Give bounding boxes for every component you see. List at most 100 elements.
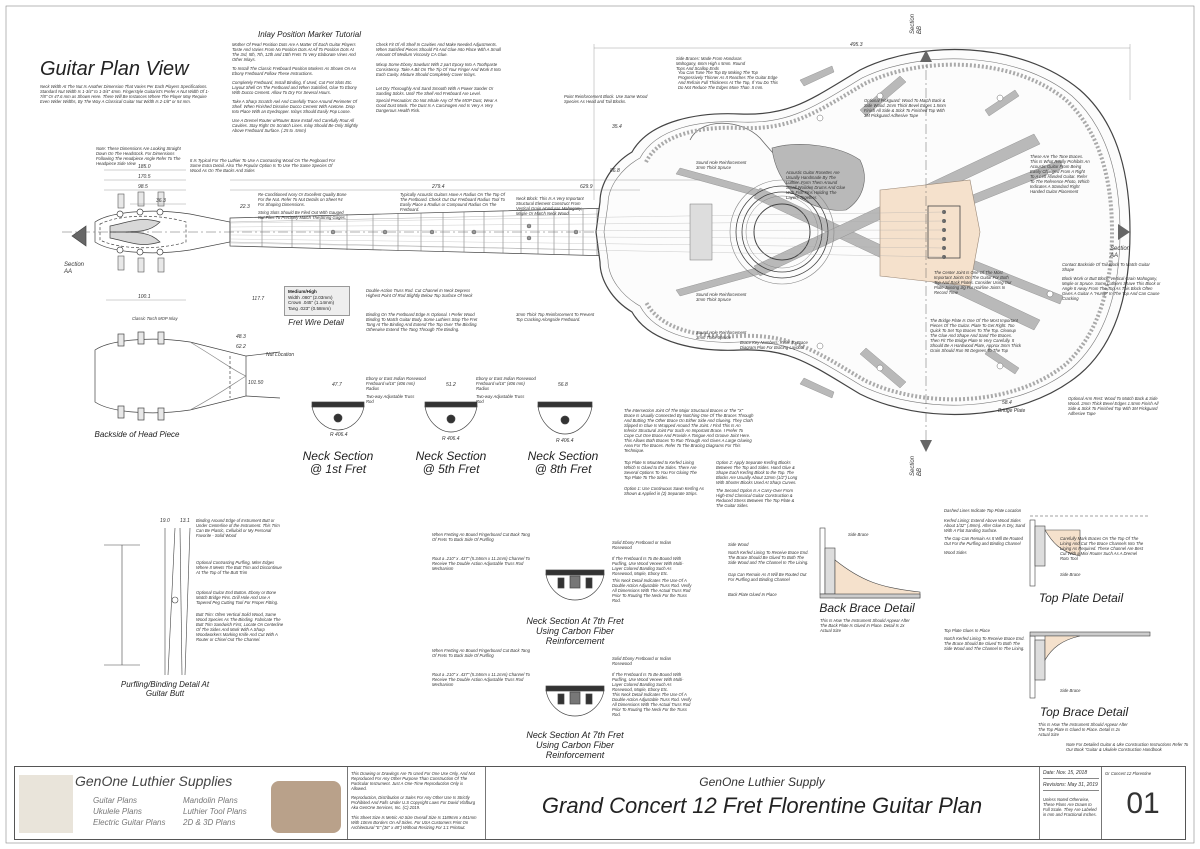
page-title: Guitar Plan View: [40, 58, 189, 80]
back-brace-appearance: This Is How The Instrument Should Appear…: [820, 618, 910, 633]
sheet-number: 01: [1126, 787, 1160, 820]
dim-117: 117.7: [252, 296, 265, 302]
inlay-note-2c: Let Dry Thoroughly And Sand Smooth With …: [376, 86, 494, 96]
top-brace-appearance: This Is How The Instrument Should Appear…: [1038, 722, 1128, 737]
dim-58: 58.4: [1002, 400, 1012, 406]
dim-19: 19.0: [160, 518, 170, 524]
headstock-back-title: Backside of Head Piece: [94, 430, 180, 439]
fret-wire-title: Fret Wire Detail: [288, 318, 344, 327]
inlay-note-1e: Use A Dremel Router w/Router Base Instal…: [232, 118, 358, 133]
back-brace-notch-note: Notch Kerfed Lining To Receive Brace End…: [728, 550, 809, 565]
top-plate-dashed-note: Dashed Lines Indicate Top Plate Location: [944, 508, 1022, 513]
headstock-back: [94, 331, 281, 421]
top-tuning-note: You Can Tune The Top By Making The Top P…: [678, 70, 778, 90]
inlay-note-1c: Completely Fretboard, Install Binding, I…: [232, 80, 357, 95]
dimension-lines: [104, 44, 1131, 301]
fret-legend-tang: Tang .023" (0.58mm): [288, 305, 331, 311]
cf-note-a3: Solid Ebony Fretboard or Indian Rosewood: [612, 540, 672, 550]
dim-13: 13.1: [180, 518, 190, 524]
company-cell: GenOne Luthier Supplies Guitar Plans Uku…: [15, 767, 348, 839]
inlay-note-2d: Special Precaution: Do Not Inhale Any Of…: [376, 98, 498, 113]
binding-note: Binding On The Fretboard Edge Is Optiona…: [366, 312, 478, 332]
purfling-detail: [104, 527, 191, 676]
luthier-note: It Is Typical For The Luthier To Use A C…: [190, 158, 336, 173]
top-brace-drawing: [1029, 631, 1151, 699]
plan-link-2d3d: 2D & 3D Plans: [183, 818, 236, 827]
company-name: GenOne Luthier Supplies: [75, 773, 233, 789]
guitar-body: [595, 48, 1131, 416]
spruce-reinforcement-note: 3mm Thick Top Reinforcement To Prevent T…: [516, 312, 595, 322]
fret-wire-legend: Medium/High Width .080" (2.03mm) Crown .…: [284, 286, 350, 316]
dim-neck-len: 279.4: [432, 184, 445, 190]
top-brace-notch: Notch Kerfed Lining To Receive Brace End…: [944, 636, 1025, 651]
dim-headstock-c: 100.1: [138, 294, 151, 300]
cf-note-b2: Rout a .210" x .437" (5.34mm x 11.1mm) C…: [432, 672, 530, 687]
option1-note: Option 1: Use Continuous Sawn Kerfing As…: [624, 486, 704, 496]
dim-51: 51.2: [446, 382, 456, 388]
plans-list-2: Mandolin Plans Luthier Tool Plans 2D & 3…: [183, 795, 247, 828]
inlay-note-2b: Mixup Some Ebony Sawdust With 2 part Epo…: [376, 62, 501, 77]
rosette-note: Acoustic Guitar Rosettes Are Usually Han…: [786, 170, 846, 200]
back-brace-side-label: Side Brace: [848, 532, 869, 537]
truss-rod-note: Double-Action Truss Rod. Cut Channel In …: [366, 288, 473, 298]
dim-r-1: R 406.4: [330, 432, 348, 438]
cf-section-title-a: Neck Section At 7th Fret Using Carbon Fi…: [526, 616, 624, 646]
sheet-cell: Gr Concert 12 Florentine 01: [1101, 767, 1185, 839]
x-brace-note: The Intersection Joint Of The Major Stru…: [624, 408, 754, 453]
supply-name: GenOne Luthier Supply: [699, 775, 825, 789]
construction-book-note: Note For Detailed Guitar & Uke Construct…: [1066, 742, 1189, 752]
strings: [229, 211, 945, 258]
dim-r-5: R 406.4: [442, 436, 460, 442]
section-aa-right-label: Section AA: [1110, 246, 1131, 259]
dim-scale: 629.9: [580, 184, 593, 190]
back-brace-side-wood: Side Wood: [728, 542, 749, 547]
section-bb-bottom-label: Section BB: [910, 455, 923, 476]
center-joint-note: The Center Joint Is One Of The Most Impo…: [934, 270, 1012, 295]
cf-note-a1: When Fretting An Bound Fingerboard Cut B…: [432, 532, 530, 542]
dim-headstock-b: 101.50: [248, 380, 264, 386]
dim-56: 56.8: [558, 382, 568, 388]
headstock-note: Note: These Dimensions Are Looking Strai…: [96, 146, 181, 166]
cf-note-a4: If The Fretboard Is To Be Bound With Pur…: [612, 556, 684, 576]
back-plate-glued: Back Plate Glued In Place: [728, 592, 777, 597]
top-plate-kerf-note-detail: Kerfed Lining: Extend Above Wood Sides A…: [944, 518, 1026, 533]
kerfed-lining: [644, 62, 1115, 402]
neck-section-5th-title: Neck Section @ 5th Fret: [415, 449, 487, 476]
cf-note-a2: Rout a .210" x .437" (5.34mm x 11.1mm) C…: [432, 556, 530, 571]
plan-title: Grand Concert 12 Fret Florentine Guitar …: [541, 793, 983, 818]
copyright-1: This Drawing or Drawings Are To Used For…: [351, 771, 475, 791]
neck-section-8th-title: Neck Section @ 8th Fret: [527, 449, 599, 476]
headstock-top: [71, 208, 231, 256]
section-aa-left-label: Section AA: [64, 262, 85, 275]
brace-key-circles: [816, 92, 1054, 372]
plan-title-cell: GenOne Luthier Supply Grand Concert 12 F…: [485, 767, 1040, 839]
dim-r-8: R 406.4: [556, 438, 574, 444]
pickguard-note: Optional Pickguard: Wood To Match Back &…: [864, 98, 946, 118]
dim-86: 86.8: [610, 168, 620, 174]
neck-block: [689, 203, 713, 261]
classic-torch-label: Classic Torch MOP Inlay: [132, 316, 178, 321]
dim-overall: 495.3: [850, 42, 863, 48]
plans-list-1: Guitar Plans Ukulele Plans Electric Guit…: [93, 795, 165, 828]
inlay-note-1b: To Install The Classic Fretboard Positio…: [232, 66, 357, 76]
truss-label-1: Two-way Adjustable Truss Rod: [366, 394, 415, 404]
top-brace-glues: Top Plate Glues In Place: [944, 628, 990, 633]
purfling-note-4: Butt Trim: Often Vertical Solid Wood, Sa…: [196, 612, 284, 642]
top-plate-mark-braces: Carefully Mark Braces On The Top Of The …: [1060, 536, 1144, 561]
neck-width-note: Neck Width At The Nut Is Another Dimensi…: [40, 84, 210, 104]
plan-link-tool: Luthier Tool Plans: [183, 807, 247, 816]
option-second-note: The Second Option Is A Carry-Over From H…: [716, 488, 795, 508]
tone-braces-note: These Are The Tone Braces. This Is What …: [1030, 154, 1090, 194]
back-brace-drawing: [819, 527, 921, 599]
truss-label-5: Two-way Adjustable Truss Rod: [476, 394, 525, 404]
dim-170: 170.5: [138, 174, 151, 180]
back-brace-gap-note: Gap Can Remain As It Will Be Routed Out …: [728, 572, 807, 582]
copyright-cell: This Drawing or Drawings Are To Used For…: [347, 767, 486, 839]
plan-link-ukulele: Ukulele Plans: [93, 807, 142, 816]
fret-legend-heading: Medium/High: [288, 289, 317, 294]
back-brace-title: Back Brace Detail: [819, 601, 915, 615]
cf-neck-sections: [545, 569, 605, 717]
top-plate-drawing: [1029, 515, 1150, 587]
fretboard-radius-note: Typically Acoustic Guitars Have A Radius…: [400, 192, 505, 212]
